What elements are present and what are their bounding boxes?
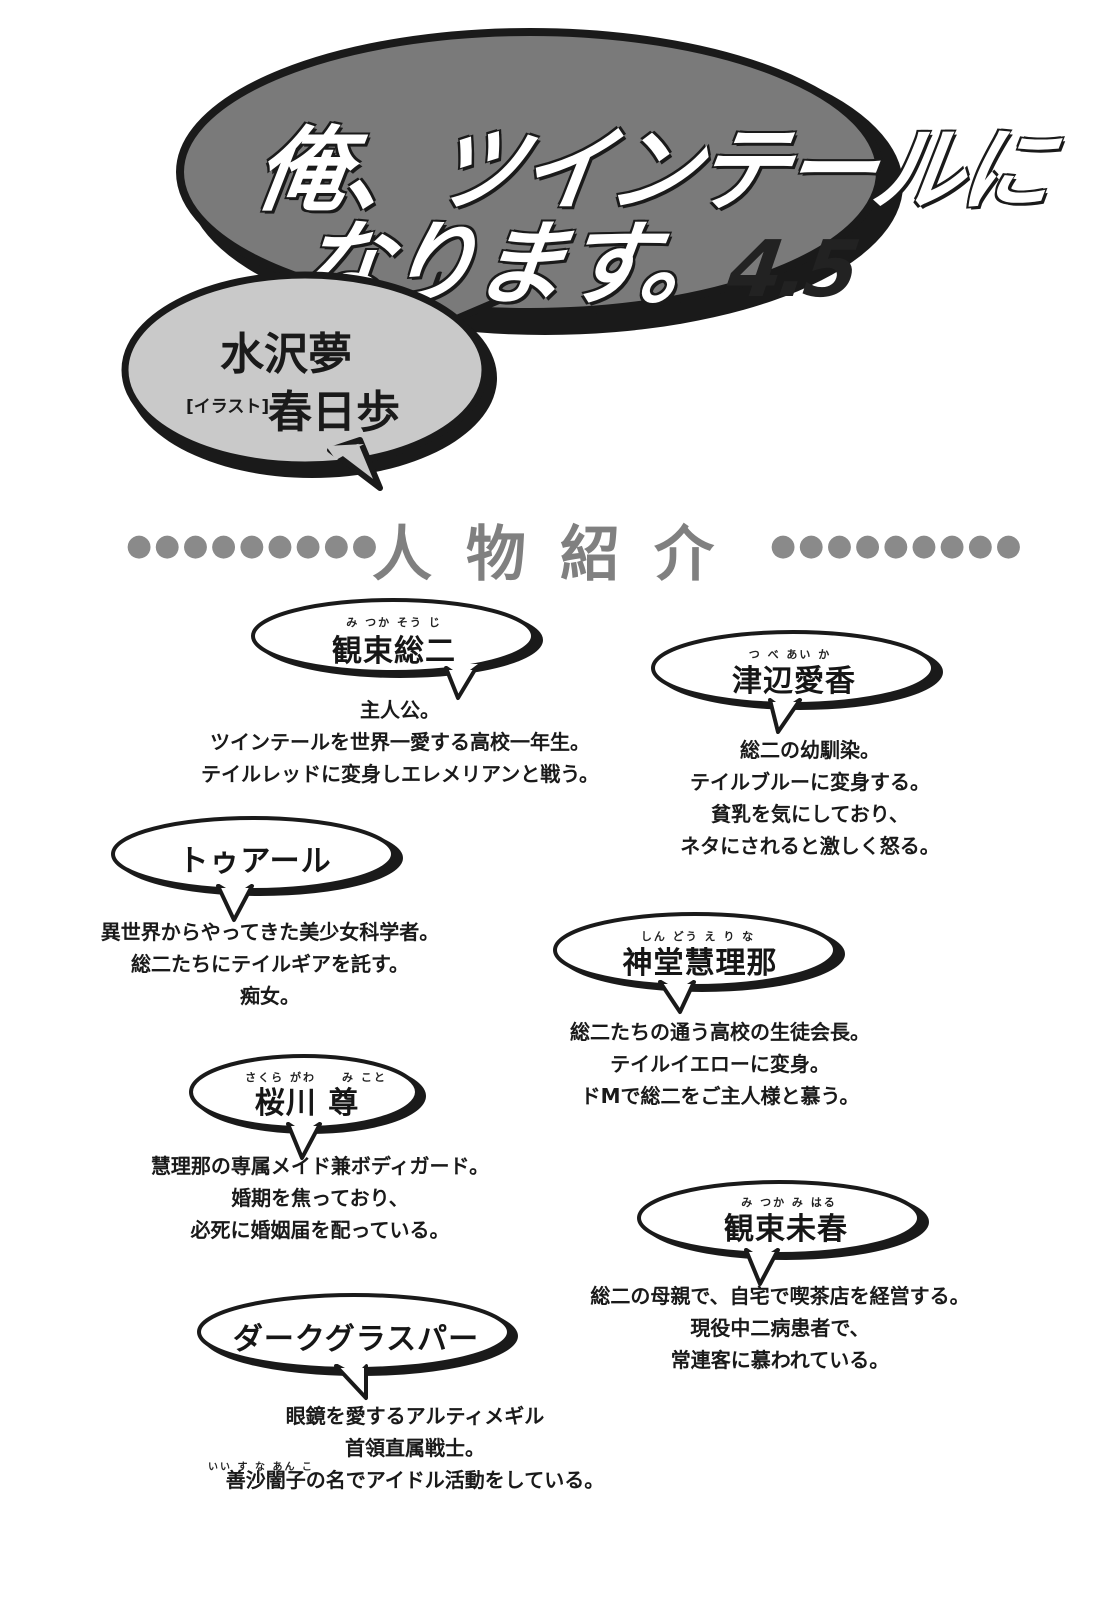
desc-line: 慧理那の専属メイド兼ボディガード。 (150, 1154, 490, 1178)
ruby-anko: いい す な あん こ (208, 1462, 314, 1473)
illustrator-label: [イラスト] (186, 397, 270, 417)
description-miharu: 総二の母親で、自宅で喫茶店を経営する。 現役中二病患者で、 常連客に慕われている… (570, 1280, 990, 1376)
author-name: 水沢夢 (220, 329, 352, 380)
credits-bubble (121, 271, 497, 491)
desc-line: ネタにされると激しく怒る。 (680, 834, 940, 858)
description-erina: 総二たちの通う高校の生徒会長。 テイルイエローに変身。 ドMで総二をご主人様と慕… (530, 1016, 910, 1112)
section-dots-right: ●●●●●●●●● (770, 528, 1024, 563)
description-aika: 総二の幼馴染。 テイルブルーに変身する。 貧乳を気にしており、 ネタにされると激… (640, 734, 980, 862)
desc-line: 貧乳を気にしており、 (711, 802, 909, 826)
desc-line: 痴女。 (240, 984, 300, 1008)
desc-line: 婚期を焦っており、 (231, 1186, 409, 1210)
character-name-miharu: 観束未春 (724, 1212, 848, 1247)
name-bubble-tuale (111, 816, 403, 922)
desc-line: テイルレッドに変身しエレメリアンと戦う。 (201, 762, 599, 786)
desc-line: 首領直属戦士。 (345, 1436, 485, 1460)
section-dots-left: ●●●●●●●●● (126, 528, 380, 563)
title-bubble (176, 28, 903, 339)
desc-line: 常連客に慕われている。 (670, 1348, 890, 1372)
character-name-tuale: トゥアール (178, 844, 332, 879)
illustrator-name: 春日歩 (268, 387, 400, 438)
ruby-erina: しん どう え り な (640, 930, 756, 943)
desc-line: 総二の幼馴染。 (740, 738, 880, 762)
name-bubble-souji (251, 598, 543, 700)
ruby-aika: つ べ あい か (748, 648, 832, 661)
character-name-erina: 神堂慧理那 (622, 946, 778, 981)
character-name-souji: 観束総二 (332, 634, 456, 669)
desc-line: 総二の母親で、自宅で喫茶店を経営する。 (590, 1284, 970, 1308)
desc-line: ドMで総二をご主人様と慕う。 (580, 1084, 860, 1108)
character-name-mikoto: 桜川 尊 (254, 1086, 360, 1121)
character-name-aika: 津辺愛香 (732, 664, 856, 699)
ruby-miharu: み つか み はる (741, 1196, 837, 1209)
desc-line: ツインテールを世界一愛する高校一年生。 (210, 730, 590, 754)
desc-line: 総二たちの通う高校の生徒会長。 (570, 1020, 870, 1044)
name-bubble-aika (651, 630, 943, 734)
description-mikoto: 慧理那の専属メイド兼ボディガード。 婚期を焦っており、 必死に婚姻届を配っている… (130, 1150, 510, 1246)
name-bubble-miharu (637, 1180, 929, 1286)
desc-line: 必死に婚姻届を配っている。 (190, 1218, 450, 1242)
name-bubble-mikoto (189, 1054, 426, 1160)
desc-line: 善沙闇子の名でアイドル活動をしている。 (225, 1468, 605, 1492)
desc-line: 異世界からやってきた美少女科学者。 (100, 920, 440, 944)
desc-line: 総二たちにテイルギアを託す。 (131, 952, 409, 976)
desc-line: 眼鏡を愛するアルティメギル (285, 1404, 545, 1428)
description-darkgrasper: 眼鏡を愛するアルティメギル 首領直属戦士。 善沙闇子の名でアイドル活動をしている… (200, 1400, 630, 1496)
section-heading: 人物紹介 (372, 520, 748, 590)
desc-line: テイルイエローに変身。 (610, 1052, 830, 1076)
ruby-souji: み つか そう じ (346, 616, 442, 629)
name-bubble-erina (553, 912, 845, 1014)
description-souji: 主人公。 ツインテールを世界一愛する高校一年生。 テイルレッドに変身しエレメリア… (180, 694, 620, 790)
name-bubble-darkgrasper (197, 1293, 518, 1400)
desc-line: 主人公。 (360, 698, 440, 722)
volume-number: 4.5 (722, 225, 862, 315)
character-name-darkgrasper: ダークグラスパー (232, 1322, 480, 1357)
description-tuale: 異世界からやってきた美少女科学者。 総二たちにテイルギアを託す。 痴女。 (80, 916, 460, 1012)
ruby-mikoto: さくら がわ み こと (245, 1071, 387, 1084)
desc-line: テイルブルーに変身する。 (690, 770, 930, 794)
desc-line: 現役中二病患者で、 (690, 1316, 870, 1340)
